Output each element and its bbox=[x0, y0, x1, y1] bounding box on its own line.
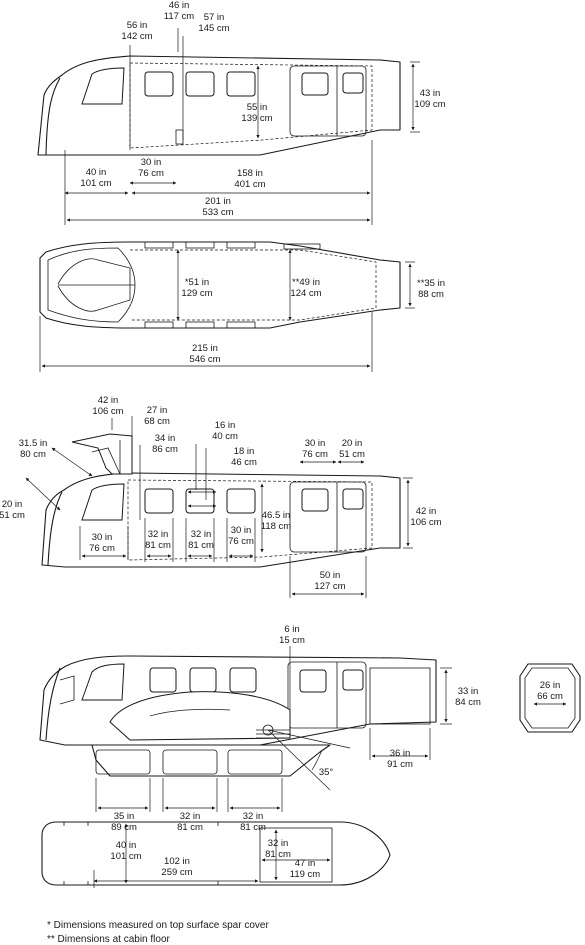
cargo-pod-plan-outline bbox=[41, 821, 391, 886]
footnote-spar-cover: * Dimensions measured on top surface spa… bbox=[47, 920, 269, 931]
dim-35-degrees: 35° bbox=[319, 767, 334, 778]
cargo-pod-plan-dimensions bbox=[93, 823, 331, 888]
cargo-pod-view-fuselage bbox=[39, 655, 437, 791]
door-view-dimensions bbox=[25, 416, 413, 598]
side-view-dimensions bbox=[64, 28, 420, 225]
plan-view-fuselage bbox=[39, 241, 401, 329]
side-view-fuselage bbox=[37, 55, 401, 156]
footnote-cabin-floor: ** Dimensions at cabin floor bbox=[47, 934, 170, 945]
cargo-door-opening-outline bbox=[519, 663, 581, 733]
cargo-pod-view-dimensions bbox=[95, 646, 452, 812]
plan-view-dimensions bbox=[39, 249, 415, 372]
